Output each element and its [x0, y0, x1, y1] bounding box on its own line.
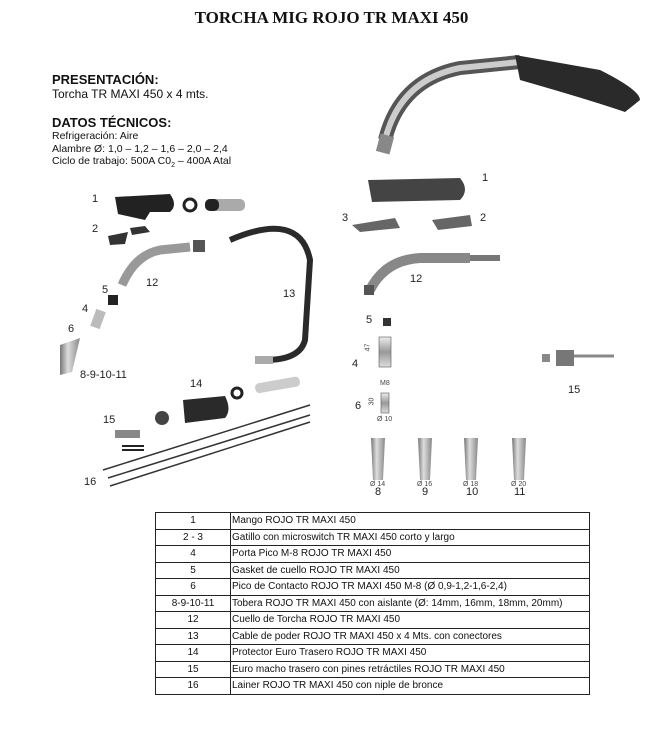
document-title: TORCHA MIG ROJO TR MAXI 450	[194, 8, 469, 27]
part-description: Cuello de Torcha ROJO TR MAXI 450	[230, 611, 590, 629]
label-r12: 12	[410, 273, 423, 285]
part-number: 2 - 3	[155, 528, 231, 546]
part-number: 4	[155, 545, 231, 563]
label-r6: 6	[355, 400, 362, 412]
ciclo-sub: 2	[171, 162, 175, 170]
label-4: 4	[82, 303, 89, 315]
part-number: 14	[155, 644, 231, 662]
ciclo-suffix: – 400A Atal	[174, 155, 232, 167]
dim-d18: Ø 18	[463, 481, 479, 488]
label-r2: 2	[480, 212, 487, 224]
part-number: 6	[155, 578, 231, 596]
label-r11: 11	[514, 486, 526, 498]
part-number: 16	[155, 677, 231, 695]
datos-refrigeracion: Refrigeración: Aire	[52, 130, 139, 142]
euro-connector-image	[542, 350, 614, 366]
label-r15: 15	[568, 384, 581, 396]
part-description: Porta Pico M-8 ROJO TR MAXI 450	[230, 545, 590, 563]
dim-d14: Ø 14	[370, 481, 386, 488]
part-number: 1	[155, 512, 231, 530]
dim-47: 47	[364, 343, 372, 352]
label-14: 14	[190, 378, 203, 390]
dim-m8: M8	[380, 380, 390, 387]
handle-image	[368, 178, 465, 202]
label-r1: 1	[482, 172, 489, 184]
torch-assembled-image	[375, 55, 640, 155]
label-6: 6	[68, 323, 75, 335]
part-description: Protector Euro Trasero ROJO TR MAXI 450	[230, 644, 590, 662]
presentacion-text: Torcha TR MAXI 450 x 4 mts.	[52, 87, 209, 101]
dim-30: 30	[368, 397, 376, 406]
presentacion-heading: PRESENTACIÓN:	[52, 72, 159, 87]
label-15: 15	[103, 414, 116, 426]
label-r5: 5	[366, 314, 373, 326]
part-description: Euro macho trasero con pines retráctiles…	[230, 660, 590, 678]
part-number: 12	[155, 611, 231, 629]
part-number: 13	[155, 627, 231, 645]
datos-list: Refrigeración: Aire Alambre Ø: 1,0 – 1,2…	[52, 130, 231, 173]
datos-ciclo: Ciclo de trabajo: 500A C02 – 400A Atal	[52, 155, 231, 173]
label-12: 12	[146, 277, 159, 289]
label-r9: 9	[422, 486, 429, 498]
label-r10: 10	[466, 486, 479, 498]
part-description: Cable de poder ROJO TR MAXI 450 x 4 Mts.…	[230, 627, 590, 645]
label-8-11: 8-9-10-11	[80, 369, 127, 381]
part-number: 5	[155, 561, 231, 579]
part-description: Gatillo con microswitch TR MAXI 450 cort…	[230, 528, 590, 546]
label-13: 13	[283, 288, 296, 300]
label-1: 1	[92, 193, 99, 205]
dim-d10: Ø 10	[377, 416, 393, 423]
part-description: Gasket de cuello ROJO TR MAXI 450	[230, 561, 590, 579]
label-5: 5	[102, 284, 109, 296]
label-r3: 3	[342, 212, 349, 224]
ciclo-prefix: Ciclo de trabajo: 500A C0	[52, 155, 172, 167]
label-16: 16	[84, 476, 97, 488]
part-description: Lainer ROJO TR MAXI 450 con niple de bro…	[230, 677, 590, 695]
part-description: Tobera ROJO TR MAXI 450 con aislante (Ø:…	[230, 594, 590, 612]
part-number: 8-9-10-11	[155, 594, 231, 612]
label-2: 2	[92, 223, 99, 235]
dim-d16: Ø 16	[417, 481, 433, 488]
datos-alambre: Alambre Ø: 1,0 – 1,2 – 1,6 – 2,0 – 2,4	[52, 142, 228, 155]
label-r4: 4	[352, 358, 359, 370]
part-description: Pico de Contacto ROJO TR MAXI 450 M-8 (Ø…	[230, 578, 590, 596]
dim-d20: Ø 20	[511, 481, 527, 488]
datos-heading: DATOS TÉCNICOS:	[52, 115, 172, 130]
part-number: 15	[155, 660, 231, 678]
label-r8: 8	[375, 486, 382, 498]
part-description: Mango ROJO TR MAXI 450	[230, 512, 590, 530]
